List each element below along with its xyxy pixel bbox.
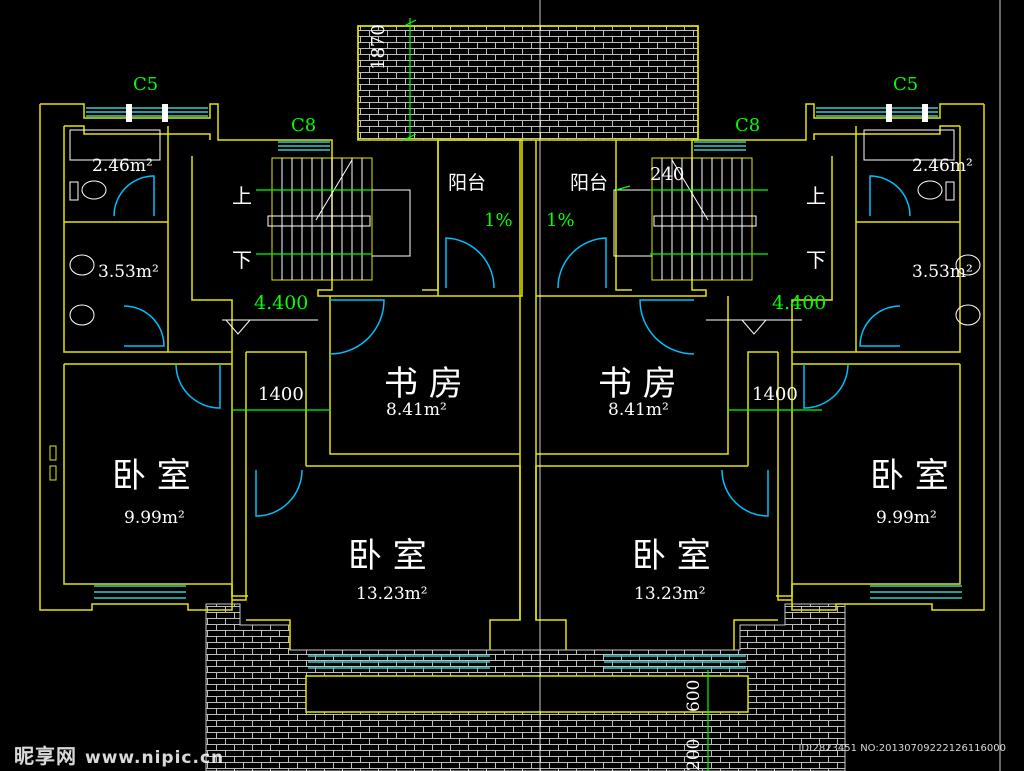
grid-reference-lines — [539, 0, 1001, 771]
balcony-slope-left: 1% — [484, 210, 513, 231]
study-area-left: 8.41m² — [386, 400, 447, 420]
bedroom-main-name-left: 卧 室 — [348, 536, 427, 576]
window-post — [126, 104, 132, 122]
window-label-c5-left: C5 — [133, 74, 159, 95]
bedroom-main-name-right: 卧 室 — [632, 536, 711, 576]
balcony-name-left: 阳台 — [448, 172, 487, 194]
bedroom-side-area-right: 9.99m² — [876, 508, 937, 528]
dimension-bottom-200: 200 — [684, 738, 704, 771]
bedroom-side-area-left: 9.99m² — [124, 508, 185, 528]
window-post — [886, 104, 892, 122]
window-label-c8-right: C8 — [735, 115, 761, 136]
window-post — [162, 104, 168, 122]
watermark-url: www.nipic.cn — [85, 748, 225, 768]
stair-arrows — [256, 189, 768, 255]
study-name-left: 书 房 — [384, 364, 463, 404]
balcony-slope-right: 1% — [546, 210, 575, 231]
bedroom-side-name-left: 卧 室 — [112, 456, 191, 496]
dimension-roof-depth: 1870 — [368, 24, 389, 70]
fixtures — [49, 129, 981, 481]
bedroom-main-area-left: 13.23m² — [356, 584, 428, 604]
window-label-c8-left: C8 — [291, 115, 317, 136]
watermark: 昵享网 www.nipic.cn — [14, 740, 224, 769]
corridor-width-left: 1400 — [258, 384, 304, 405]
corridor-width-right: 1400 — [752, 384, 798, 405]
doors — [113, 175, 911, 517]
bedroom-side-name-right: 卧 室 — [870, 456, 949, 496]
window-label-c5-right: C5 — [893, 74, 919, 95]
stair-down-left: 下 — [232, 248, 252, 272]
watermark-site-name: 昵享网 — [14, 744, 77, 768]
level-right: 4.400 — [772, 292, 827, 314]
stair-up-right: 上 — [806, 184, 826, 208]
study-area-right: 8.41m² — [608, 400, 669, 420]
bedroom-main-area-right: 13.23m² — [634, 584, 706, 604]
bath-upper-area-right: 2.46m² — [912, 156, 973, 176]
windows — [86, 107, 962, 669]
balcony-name-right: 阳台 — [570, 172, 609, 194]
level-markers — [222, 319, 802, 335]
study-name-right: 书 房 — [598, 364, 677, 404]
level-left: 4.400 — [254, 292, 309, 314]
window-post — [922, 104, 928, 122]
dimension-bottom-600: 600 — [684, 679, 704, 712]
bath-lower-area-right: 3.53m² — [912, 262, 973, 282]
watermark-id: ID:2823451 NO:20130709222126116000 — [798, 743, 1006, 754]
roof-hatch-top — [357, 25, 699, 141]
wall-thickness-right: 240 — [650, 164, 685, 185]
stair-left — [267, 157, 411, 281]
bath-lower-area-left: 3.53m² — [98, 262, 159, 282]
stair-up-left: 上 — [232, 184, 252, 208]
terrace-void — [305, 675, 749, 713]
stair-down-right: 下 — [806, 248, 826, 272]
dimension-lines — [232, 18, 822, 771]
bath-upper-area-left: 2.46m² — [92, 156, 153, 176]
